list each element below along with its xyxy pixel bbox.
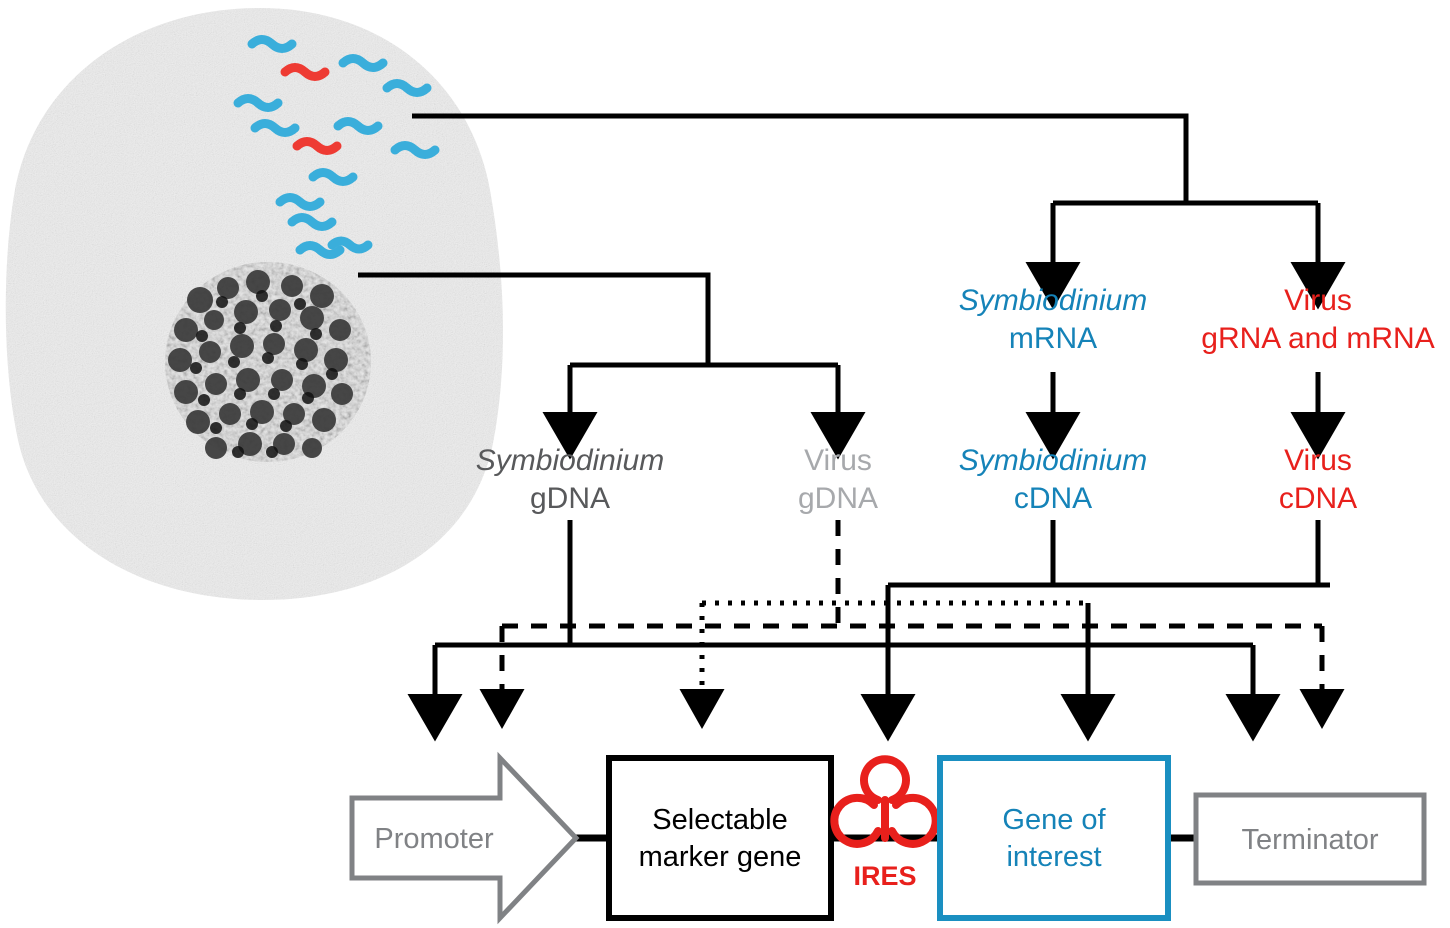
- virus-gdna-line1: Virus: [804, 444, 872, 477]
- virus-rna-line1: Virus: [1284, 284, 1352, 317]
- gene-box-shape: [937, 755, 1171, 921]
- terminator-box-shape: [1193, 792, 1427, 886]
- label-virus-cdna: Virus cDNA: [1279, 444, 1357, 515]
- virus-cdna-line2: cDNA: [1279, 482, 1357, 515]
- gene-of-interest-box[interactable]: Gene of interest: [937, 755, 1171, 921]
- symb-cdna-line1: Symbiodinium: [959, 444, 1147, 477]
- marker-label-line1: Selectable: [652, 804, 787, 836]
- label-virus-grna-mrna: Virus gRNA and mRNA: [1201, 284, 1434, 355]
- ires-element[interactable]: IRES: [830, 755, 940, 891]
- flow-lines: [358, 113, 1346, 460]
- symb-gdna-line1: Symbiodinium: [476, 444, 664, 477]
- virus-rna-line2: gRNA and mRNA: [1201, 322, 1434, 355]
- marker-label-line2: marker gene: [639, 841, 802, 873]
- gene-label-line2: interest: [1006, 841, 1101, 873]
- virus-gdna-line2: gDNA: [798, 482, 878, 515]
- gene-label-line1: Gene of: [1002, 804, 1106, 836]
- label-symb-gdna: Symbiodinium gDNA: [476, 444, 664, 515]
- terminator-box[interactable]: Terminator: [1193, 792, 1427, 886]
- chromosome-cluster: [165, 262, 371, 462]
- selectable-marker-gene-box[interactable]: Selectable marker gene: [606, 755, 834, 921]
- symb-gdna-line2: gDNA: [530, 482, 610, 515]
- terminator-label: Terminator: [1242, 824, 1379, 856]
- gdna-leader-line: [358, 272, 711, 365]
- label-virus-gdna: Virus gDNA: [798, 444, 878, 515]
- ires-label: IRES: [853, 861, 916, 891]
- label-symb-mrna: Symbiodinium mRNA: [959, 284, 1147, 355]
- blue-rna-squiggle: [233, 35, 440, 259]
- gene-construct: Promoter Selectable marker gene: [349, 751, 1427, 925]
- ires-clover-icon: [830, 755, 940, 848]
- symb-mrna-line1: Symbiodinium: [959, 284, 1147, 317]
- promoter-element[interactable]: Promoter: [349, 751, 580, 925]
- virus-cdna-line1: Virus: [1284, 444, 1352, 477]
- rna-leader-line: [412, 113, 1189, 203]
- symb-cdna-line2: cDNA: [1014, 482, 1092, 515]
- marker-box-shape: [606, 755, 834, 921]
- symbiodinium-cell: [5, 8, 504, 600]
- routing-bus: [407, 520, 1345, 742]
- rna-squiggles: [233, 35, 440, 259]
- promoter-label: Promoter: [374, 823, 494, 855]
- promoter-arrow-shape: [349, 751, 580, 925]
- red-rna-squiggle: [280, 63, 342, 155]
- label-symb-cdna: Symbiodinium cDNA: [959, 444, 1147, 515]
- symb-mrna-line2: mRNA: [1009, 322, 1097, 355]
